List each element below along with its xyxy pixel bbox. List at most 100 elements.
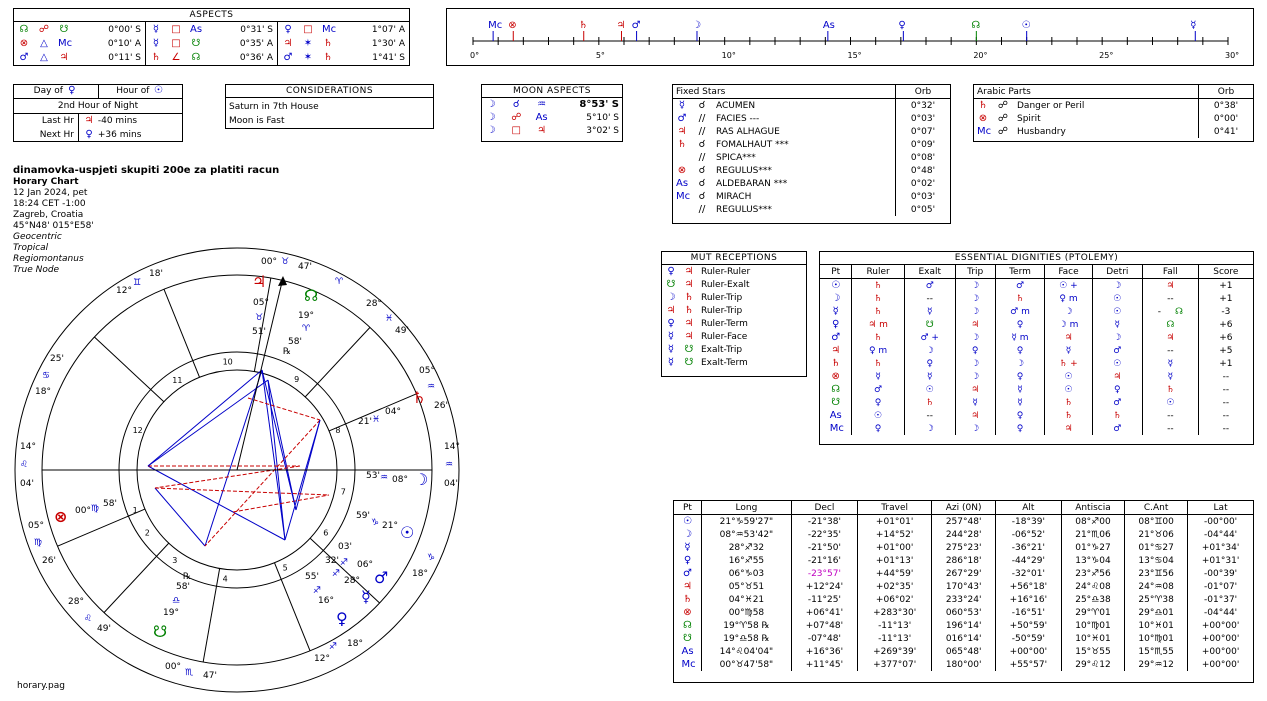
timeline-planet-icon: ♂ xyxy=(632,20,641,31)
house-cusp-line xyxy=(304,327,371,398)
degree-label: 26' xyxy=(434,401,448,411)
table-row: As☌ALDEBARAN ***0°02' xyxy=(673,177,950,190)
column-header: Lat xyxy=(1187,501,1253,515)
dignity-cell: ☿ xyxy=(1142,370,1199,383)
point-cell: Mc xyxy=(974,125,994,138)
position-cell: 10°♍01 xyxy=(1124,632,1188,645)
position-cell: +12°24' xyxy=(790,580,858,593)
aspect-type-icon: // xyxy=(698,203,706,215)
degree-label: 21° xyxy=(382,521,398,531)
dignity-cell: ☿ xyxy=(851,370,905,383)
reception-row: ☿☋Exalt-Trip xyxy=(662,343,753,356)
point-icon: ☽ xyxy=(831,292,841,304)
table-row: ☉21°♑59'27"-21°38'+01°01'257°48'-18°39'0… xyxy=(674,514,1253,528)
score-cell: -- xyxy=(1197,422,1253,435)
position-cell: -01°37' xyxy=(1187,593,1253,606)
position-cell: +44°59' xyxy=(856,567,932,580)
house-cusp-line xyxy=(163,289,201,378)
position-cell: 233°24' xyxy=(931,593,996,606)
orb-cell: 0°38' xyxy=(1198,98,1253,112)
aspect-line xyxy=(147,465,234,513)
timeline-planet-icon: ☉ xyxy=(1022,20,1031,31)
position-cell: +16°36' xyxy=(790,645,858,658)
consideration-item: Moon is Fast xyxy=(229,116,285,126)
score-cell: -3 xyxy=(1197,305,1253,318)
orb-cell: 0°02' xyxy=(895,177,950,190)
point-icon: ♂ xyxy=(831,331,841,343)
position-cell: 257°48' xyxy=(931,514,996,528)
timeline-planet-icon: Mc xyxy=(488,20,502,31)
degree-label: 03' xyxy=(338,542,352,552)
chart-title: dinamovka-uspjeti skupiti 200e za platit… xyxy=(13,165,280,176)
reception-type: Ruler-Trip xyxy=(701,292,743,303)
aspect-body-icon: As xyxy=(190,24,203,35)
aspect-type-icon: ☍ xyxy=(511,111,522,123)
essential-dignities-title: ESSENTIAL DIGNITIES (PTOLEMY) xyxy=(820,252,1253,265)
aspect-body-icon: ☊ xyxy=(191,52,201,63)
planet-glyph-icon: ☊ xyxy=(304,286,319,305)
position-cell: -00°00' xyxy=(1187,514,1253,528)
position-cell: 286°18' xyxy=(931,554,996,567)
degree-label: 32' xyxy=(325,556,339,566)
point-icon: ♃ xyxy=(683,580,692,592)
position-cell: 21°♉06 xyxy=(1124,528,1188,541)
dignity-cell: -- xyxy=(1142,409,1199,422)
degree-label: ♒ xyxy=(427,382,436,392)
planet-icon: ☿ xyxy=(667,356,675,368)
aspect-type-icon: // xyxy=(698,125,706,137)
planet-icon: ☋ xyxy=(684,356,694,368)
point-cell: ♄ xyxy=(674,593,701,606)
planet-glyph-icon: ♂ xyxy=(374,568,389,587)
name-cell: FACIES --- xyxy=(716,113,760,124)
day-of-label: Day of xyxy=(33,86,63,96)
outer-ring xyxy=(14,247,460,693)
dignity-cell: ☉ xyxy=(1142,396,1199,409)
table-row: As☉--♃♀♄♄---- xyxy=(820,409,1253,422)
point-cell: ☿ xyxy=(820,305,852,318)
point-cell: Mc xyxy=(820,422,852,435)
name-cell: ALDEBARAN *** xyxy=(716,178,788,189)
aspect-line xyxy=(147,369,263,467)
planet-glyph-icon: ⊗ xyxy=(54,507,68,526)
aspect-type-icon: ☍ xyxy=(997,99,1009,111)
column-header: Decl xyxy=(790,501,858,515)
dignity-cell: ♄ xyxy=(1044,409,1093,422)
table-row: ♀♃ m☋♃♀☽ m☿☊+6 xyxy=(820,318,1253,331)
body-cell: ☿ xyxy=(662,330,680,343)
point-icon: Mc xyxy=(977,125,992,137)
column-header: Antiscia xyxy=(1060,501,1125,515)
degree-label: ♒ xyxy=(380,473,389,483)
point-cell: ☋ xyxy=(674,632,701,645)
point-cell: ♃ xyxy=(820,344,852,357)
position-cell: -21°38' xyxy=(790,514,858,528)
dignity-cell: ☿ xyxy=(903,370,956,383)
table-row: ☽♄--☽♄♀ m☉--+1 xyxy=(820,292,1253,305)
point-cell: ♂ xyxy=(674,567,701,580)
degree-label: 18° xyxy=(35,387,51,397)
score-cell: -- xyxy=(1197,409,1253,422)
aspect-cell: ☌ xyxy=(693,138,713,151)
name-cell: FOMALHAUT *** xyxy=(716,139,789,150)
position-cell: -01°07' xyxy=(1187,580,1253,593)
point-icon: As xyxy=(829,409,842,421)
position-cell: -11°13' xyxy=(856,619,932,632)
aspect-line xyxy=(261,369,297,511)
dignity-cell: ☽ xyxy=(903,344,956,357)
degree-label: ♑ xyxy=(427,553,436,563)
degree-label: 19° xyxy=(163,608,179,618)
point-cell: ☊ xyxy=(820,383,852,396)
degree-label: 12° xyxy=(116,286,132,296)
orb-cell: 0°03' xyxy=(895,112,950,125)
position-cell: +00°00' xyxy=(994,645,1062,658)
point-cell: ⊗ xyxy=(974,112,994,125)
body-cell: ♄ xyxy=(680,304,698,317)
dignity-cell: ♃ xyxy=(954,383,996,396)
degree-label: 58' xyxy=(103,499,117,509)
house-cusp-line xyxy=(273,562,311,651)
moon-aspect-orb: 3°02' S xyxy=(586,125,619,136)
house-number: 12 xyxy=(133,426,143,435)
